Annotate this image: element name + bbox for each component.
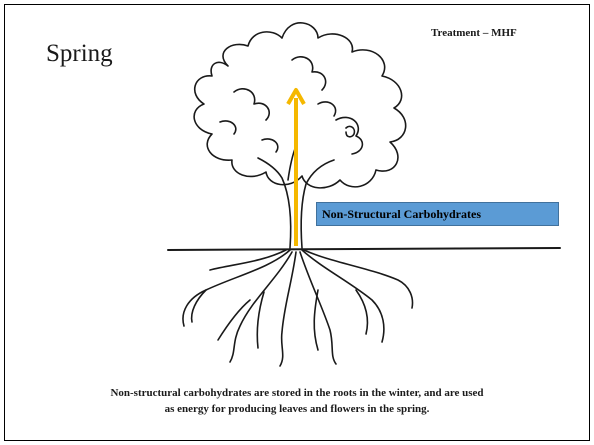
canopy-texture-2 [292, 57, 326, 90]
root-3 [280, 252, 296, 366]
canopy-texture-7 [262, 139, 278, 152]
nsc-callout: Non-Structural Carbohydrates [316, 202, 559, 226]
root-6 [304, 250, 412, 308]
tree-trunk-left [258, 158, 291, 248]
slide-caption: Non-structural carbohydrates are stored … [40, 385, 554, 417]
root-9 [356, 290, 368, 334]
root-8 [218, 300, 250, 340]
caption-line-2: as energy for producing leaves and flowe… [40, 401, 554, 417]
caption-line-1: Non-structural carbohydrates are stored … [40, 385, 554, 401]
canopy-texture-5 [220, 121, 236, 134]
canopy-texture-6 [318, 102, 336, 116]
root-10 [257, 292, 264, 348]
canopy-texture-1 [234, 89, 269, 120]
canopy-texture-3 [336, 117, 362, 154]
root-12 [192, 290, 206, 322]
tree-canopy [194, 23, 406, 188]
ground-line [168, 248, 560, 250]
canopy-texture-4 [346, 126, 354, 136]
